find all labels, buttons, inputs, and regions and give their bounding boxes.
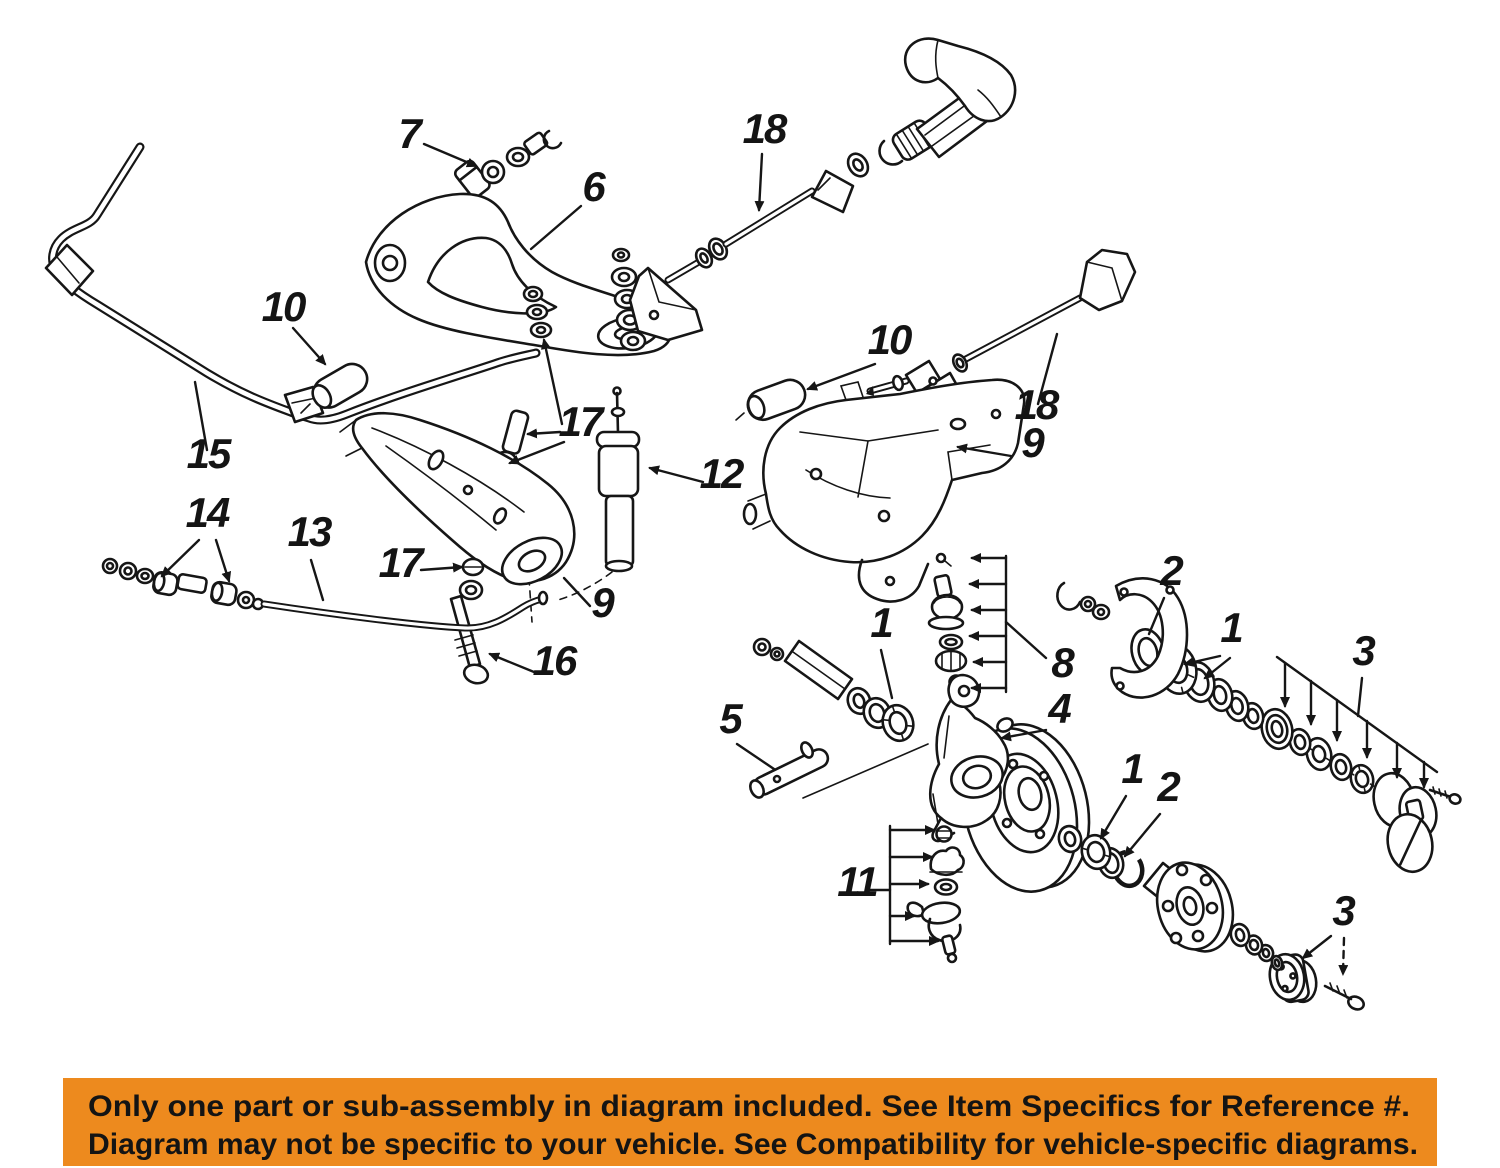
part-label-5-21: 5 [719,695,743,742]
hub-cap [1386,812,1434,874]
part-label-17-9: 17 [379,539,425,586]
part-label-7-0: 7 [398,110,423,157]
dust-shield [1110,577,1189,699]
part-label-13-8: 13 [288,508,332,555]
part-label-14-7: 14 [186,489,230,536]
part-label-17-5: 17 [559,398,605,445]
wheel-bearing-bottom [1080,833,1112,871]
leader-lines [160,142,1439,976]
part-label-1-16: 1 [1220,604,1242,651]
bolt-16 [449,594,490,685]
lower-arm-boss [500,536,564,586]
part-label-2-15: 2 [1159,547,1183,594]
part-label-18-2: 18 [743,105,788,152]
part-label-11-24: 11 [837,858,877,905]
knuckle-arm-5 [749,741,929,799]
part-label-6-1: 6 [582,163,606,210]
stabilizer-bar [44,142,541,425]
upper-arm-pivot-hardware [480,129,563,185]
wheel-bearing-row-top [1056,577,1462,874]
part-label-15-4: 15 [187,430,232,477]
steering-knuckle [928,673,1014,843]
part-label-16-11: 16 [533,637,578,684]
banner-background [63,1078,1437,1166]
bearing-spacer [1260,707,1294,751]
kingpin-parts [752,637,915,743]
part-label-8-18: 8 [1051,639,1075,686]
part-label-3-17: 3 [1352,627,1375,674]
part-label-9-14: 9 [1021,419,1045,466]
strut-rod-13 [101,557,549,632]
wheel-bearing-left [881,703,915,743]
part-label-9-10: 9 [591,579,615,626]
part-label-4-19: 4 [1047,685,1071,732]
part-label-10-3: 10 [262,283,306,330]
disclaimer-banner: Only one part or sub-assembly in diagram… [63,1078,1437,1166]
strut-rod-18-upper [628,37,1017,342]
stabilizer-bushing-left [300,362,369,414]
lower-control-arm-left [339,411,576,586]
banner-line-1: Only one part or sub-assembly in diagram… [88,1090,1410,1123]
shock-absorber [528,386,641,623]
lower-ball-joint-stack [906,825,965,964]
bushing-17-lower [458,557,485,601]
part-label-3-25: 3 [1332,887,1355,934]
stabilizer-bushing-right [735,378,807,422]
wheel-bearing-row-bottom [1057,824,1365,1011]
part-label-2-23: 2 [1156,763,1180,810]
strut-rod-18-right [866,248,1137,406]
part-label-18-13: 18 [1015,381,1060,428]
lower-control-arm-right [742,378,1026,603]
part-label-1-20: 1 [870,599,892,646]
part-label-12-6: 12 [700,450,744,497]
part-label-10-12: 10 [868,316,912,363]
banner-line-2: Diagram may not be specific to your vehi… [88,1128,1418,1161]
locking-hub-bottom [1268,952,1306,1002]
part-label-1-22: 1 [1121,745,1143,792]
